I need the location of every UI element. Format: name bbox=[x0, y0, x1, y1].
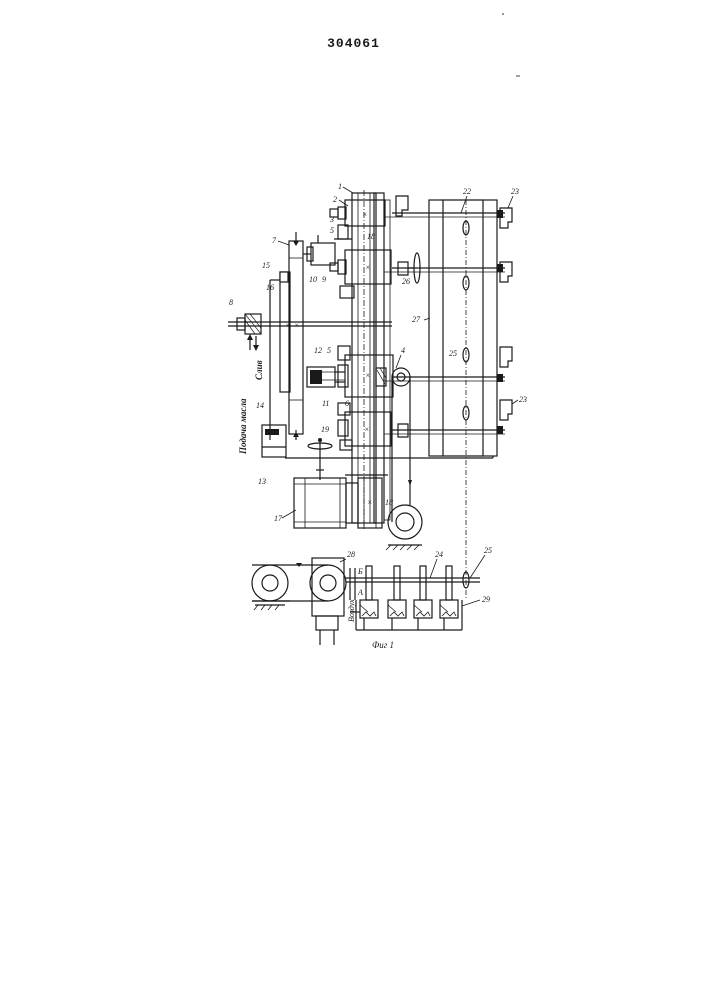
bottom-drive-28 bbox=[252, 558, 346, 645]
label-4: 4 bbox=[401, 346, 405, 355]
spindle-block-2: × bbox=[330, 250, 391, 298]
svg-text:×: × bbox=[365, 263, 370, 272]
label-3: 3 bbox=[329, 215, 334, 224]
label-22: 22 bbox=[463, 187, 471, 196]
air-label: Воздух bbox=[347, 599, 356, 622]
label-5b: 5 bbox=[327, 346, 331, 355]
belt-drive-4 bbox=[386, 368, 422, 550]
label-28: 28 bbox=[347, 550, 355, 559]
oil-arrows bbox=[247, 334, 259, 351]
label-23b: 23 bbox=[519, 395, 527, 404]
label-16: 16 bbox=[266, 283, 274, 292]
label-10: 10 bbox=[309, 275, 317, 284]
tank-13 bbox=[262, 280, 286, 457]
label-13: 13 bbox=[258, 477, 266, 486]
svg-text:×: × bbox=[364, 425, 369, 434]
speck bbox=[502, 13, 504, 15]
cams-25 bbox=[463, 200, 469, 600]
label-25a: 25 bbox=[449, 349, 457, 358]
horizontal-shaft-8: × × bbox=[228, 314, 392, 334]
motor-17 bbox=[294, 478, 358, 528]
label-7: 7 bbox=[272, 236, 277, 245]
label-5a: 5 bbox=[330, 226, 334, 235]
label-18b: 18 bbox=[385, 498, 393, 507]
handwheel-19 bbox=[308, 438, 332, 480]
svg-text:×: × bbox=[367, 498, 372, 507]
label-15: 15 bbox=[262, 261, 270, 270]
label-8: 8 bbox=[229, 298, 233, 307]
hydraulic-panel bbox=[270, 232, 303, 440]
guide-rails-27 bbox=[429, 200, 497, 458]
label-17: 17 bbox=[274, 514, 283, 523]
label-27: 27 bbox=[412, 315, 421, 324]
label-26: 26 bbox=[402, 277, 410, 286]
label-12: 12 bbox=[314, 346, 322, 355]
label-2: 2 bbox=[333, 195, 337, 204]
label-18a: 18 bbox=[367, 232, 375, 241]
grippers-23 bbox=[497, 208, 512, 434]
label-11: 11 bbox=[322, 399, 329, 408]
part-labels: 1 2 3 5 7 18 15 16 10 9 26 8 12 5 4 11 6… bbox=[229, 182, 527, 606]
drain-label: Слив bbox=[254, 360, 264, 380]
spindle-block-1: × bbox=[330, 200, 385, 239]
svg-text:×: × bbox=[365, 371, 370, 380]
label-24: 24 bbox=[435, 550, 443, 559]
label-6: 6 bbox=[345, 399, 349, 408]
label-19: 19 bbox=[321, 425, 329, 434]
valves-29 bbox=[350, 566, 462, 630]
label-A: A bbox=[357, 588, 363, 597]
output-shafts bbox=[384, 213, 505, 434]
pump-9-10 bbox=[303, 235, 335, 265]
svg-text:×: × bbox=[294, 321, 299, 330]
label-29: 29 bbox=[482, 595, 490, 604]
svg-text:×: × bbox=[362, 210, 367, 219]
spindle-block-4: × bbox=[338, 403, 391, 450]
label-23a: 23 bbox=[511, 187, 519, 196]
label-14: 14 bbox=[256, 401, 264, 410]
oil-supply-label: Подача масла bbox=[238, 398, 248, 455]
figure-caption: Фиг 1 bbox=[372, 640, 394, 650]
svg-text:×: × bbox=[285, 321, 290, 330]
label-9: 9 bbox=[322, 275, 326, 284]
label-B: Б bbox=[357, 567, 363, 576]
label-25b: 25 bbox=[484, 546, 492, 555]
label-1: 1 bbox=[338, 182, 342, 191]
